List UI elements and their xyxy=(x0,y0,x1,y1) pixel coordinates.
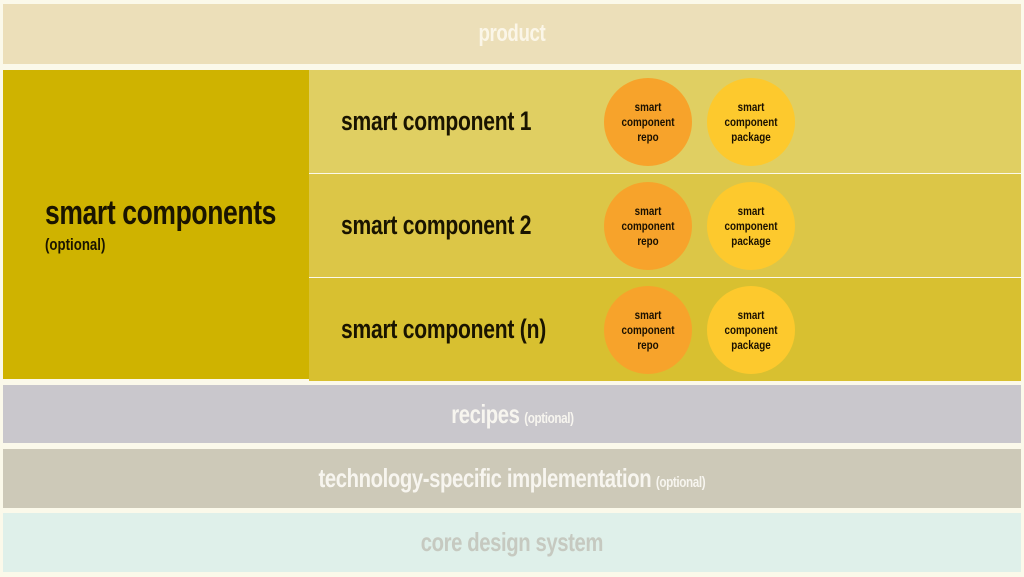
smart-component-package-circle: smart component package xyxy=(707,78,795,166)
product-layer: product xyxy=(3,4,1021,64)
core-design-system-layer: core design system xyxy=(3,513,1021,572)
repo-label: smart component repo xyxy=(621,307,675,352)
core-label: core design system xyxy=(420,527,604,557)
technology-implementation-layer: technology-specific implementation(optio… xyxy=(3,449,1021,508)
smart-component-label: smart component 2 xyxy=(341,210,532,240)
smart-component-repo-circle: smart component repo xyxy=(604,286,692,374)
smart-component-row: smart component 2 smart component repo s… xyxy=(309,174,1021,277)
recipes-sub: (optional) xyxy=(523,409,574,427)
smart-components-layer: smart components (optional) xyxy=(3,70,309,379)
smart-component-package-circle: smart component package xyxy=(707,286,795,374)
smart-component-repo-circle: smart component repo xyxy=(604,182,692,270)
recipes-layer: recipes(optional) xyxy=(3,385,1021,443)
repo-label: smart component repo xyxy=(621,99,675,144)
smart-component-label: smart component (n) xyxy=(341,314,546,344)
product-label: product xyxy=(478,20,546,47)
smart-components-title: smart components xyxy=(45,194,277,232)
repo-label: smart component repo xyxy=(621,203,675,248)
tech-label: technology-specific implementation xyxy=(318,463,652,493)
smart-components-subtitle: (optional) xyxy=(45,235,106,254)
package-label: smart component package xyxy=(724,99,778,144)
smart-component-label: smart component 1 xyxy=(341,106,532,136)
recipes-label: recipes xyxy=(450,398,520,429)
smart-component-row: smart component (n) smart component repo… xyxy=(309,278,1021,381)
smart-component-repo-circle: smart component repo xyxy=(604,78,692,166)
package-label: smart component package xyxy=(724,203,778,248)
smart-component-package-circle: smart component package xyxy=(707,182,795,270)
package-label: smart component package xyxy=(724,307,778,352)
tech-sub: (optional) xyxy=(655,474,706,491)
smart-component-row: smart component 1 smart component repo s… xyxy=(309,70,1021,173)
